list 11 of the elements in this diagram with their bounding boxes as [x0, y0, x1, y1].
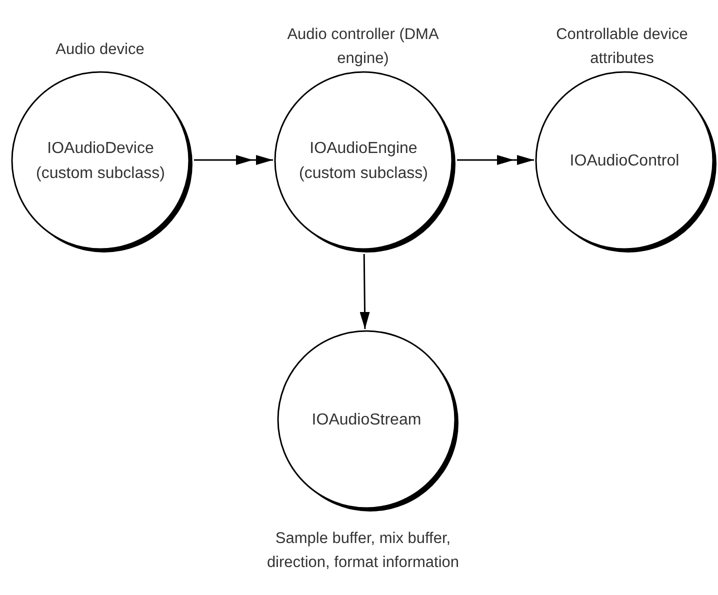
arrow: [194, 155, 273, 165]
node-caption: Audio device: [54, 40, 146, 60]
class-name: IOAudioEngine (custom subclass): [298, 138, 428, 184]
class-name: IOAudioStream: [310, 410, 422, 430]
class-name: IOAudioControl: [568, 151, 680, 171]
node-caption: Audio controller (DMA engine): [286, 25, 440, 69]
class-name: IOAudioDevice (custom subclass): [35, 138, 166, 184]
node-caption: Sample buffer, mix buffer, direction, format information: [266, 529, 460, 573]
arrow: [457, 155, 534, 165]
node-caption: Controllable device attributes: [555, 25, 689, 69]
arrow: [360, 254, 370, 330]
